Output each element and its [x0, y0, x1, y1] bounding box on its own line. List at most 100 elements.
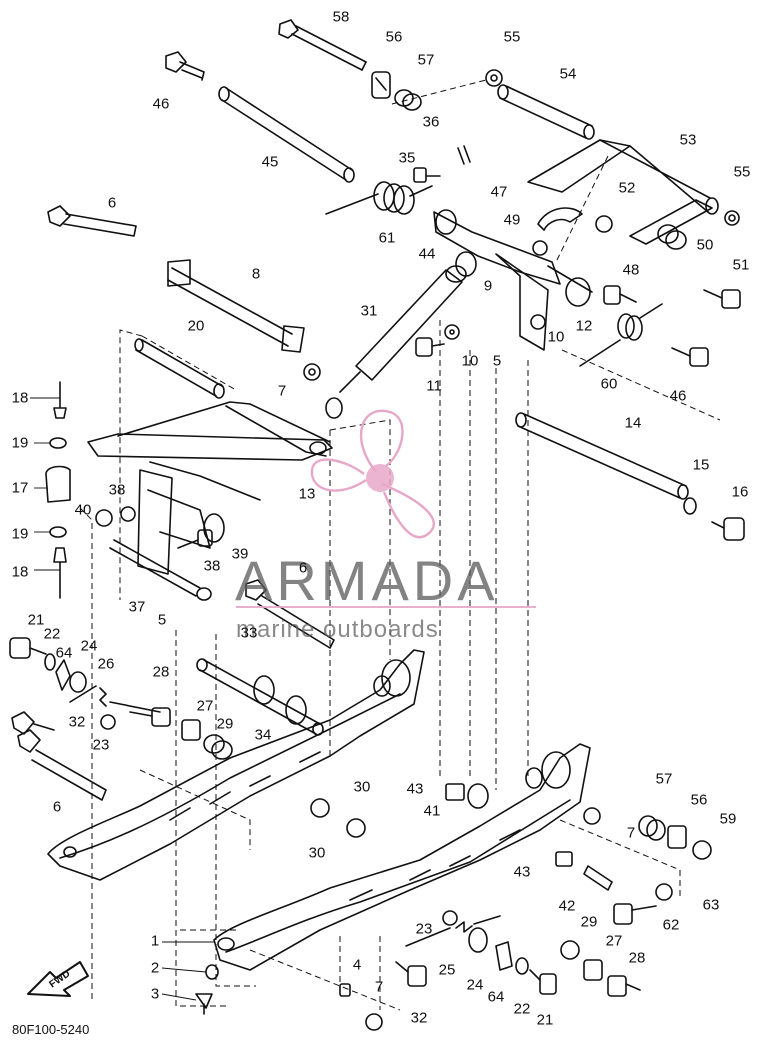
- slider-41: [467, 783, 489, 809]
- callout-label: 16: [731, 483, 749, 501]
- callout-label: 53: [679, 131, 697, 149]
- bolt-6-middle: [245, 579, 335, 649]
- pin-36: [457, 145, 471, 165]
- shock-absorber-31: [325, 265, 467, 419]
- bolt-6-top: [47, 205, 137, 237]
- callout-label: 24: [80, 637, 98, 655]
- callout-label: 58: [332, 8, 350, 26]
- callout-label: 37: [128, 598, 146, 616]
- callout-label: 35: [398, 149, 416, 167]
- callout-label: 7: [277, 382, 287, 400]
- rivet-18-bottom: [53, 547, 67, 599]
- callout-label: 33: [240, 624, 258, 642]
- shaft-45: [218, 86, 355, 183]
- callout-label: 28: [152, 663, 170, 681]
- slider-43-lower: [555, 851, 573, 867]
- callout-label: 29: [580, 913, 598, 931]
- washer-19-top: [49, 437, 67, 449]
- callout-label: 5: [492, 352, 502, 370]
- callout-label: 10: [461, 352, 479, 370]
- callout-label: 22: [513, 1000, 531, 1018]
- callout-label: 32: [410, 1009, 428, 1027]
- callout-label: 34: [254, 726, 272, 744]
- callout-label: 3: [150, 985, 160, 1003]
- bolt-28-left: [129, 707, 171, 727]
- callout-label: 1: [150, 932, 160, 950]
- callout-label: 19: [11, 525, 29, 543]
- callout-label: 49: [503, 211, 521, 229]
- callout-label: 4: [352, 956, 362, 974]
- callout-label: 46: [669, 387, 687, 405]
- collar-24-right: [468, 927, 488, 953]
- callout-label: 20: [187, 317, 205, 335]
- callout-label: 9: [483, 277, 493, 295]
- shaft-20: [134, 338, 225, 399]
- callout-label: 57: [417, 51, 435, 69]
- callout-label: 38: [203, 557, 221, 575]
- nut-59: [692, 840, 712, 860]
- shaft-54: [497, 84, 595, 140]
- callout-label: 7: [626, 824, 636, 842]
- washer-15: [683, 497, 697, 515]
- callout-label: 61: [378, 229, 396, 247]
- callout-label: 52: [618, 179, 636, 197]
- callout-label: 41: [423, 802, 441, 820]
- nut-7-upper: [303, 363, 321, 381]
- bracket-37: [109, 469, 225, 601]
- bolt-46-top: [165, 51, 205, 81]
- watermark-propeller-logo: [310, 409, 435, 539]
- callout-label: 54: [559, 65, 577, 83]
- callout-label: 43: [513, 863, 531, 881]
- callout-label: 27: [196, 697, 214, 715]
- callout-label: 39: [231, 545, 249, 563]
- callout-label: 46: [152, 95, 170, 113]
- callout-label: 64: [55, 644, 73, 662]
- nut-23-left: [100, 714, 116, 730]
- nut-30-a: [310, 798, 330, 818]
- bolt-32-bottom: [395, 961, 427, 987]
- arm-53: [527, 139, 719, 245]
- screw-3: [195, 993, 213, 1015]
- nut-63: [655, 883, 673, 901]
- spring-60: [579, 303, 663, 367]
- bolt-35: [413, 167, 441, 183]
- plate-64-right: [495, 941, 513, 971]
- callout-label: 11: [426, 377, 442, 395]
- callout-label: 7: [374, 978, 384, 996]
- nut-49: [532, 240, 548, 256]
- plate-64-left: [55, 659, 71, 691]
- callout-label: 59: [719, 810, 737, 828]
- bushing-56-right: [667, 825, 687, 849]
- callout-label: 17: [11, 479, 29, 497]
- bolt-16: [711, 517, 745, 541]
- callout-label: 23: [415, 920, 433, 938]
- callout-label: 36: [422, 113, 440, 131]
- callout-label: 2: [150, 959, 160, 977]
- bolts-32-left: [11, 711, 55, 753]
- shaft-14: [515, 412, 689, 500]
- callout-label: 27: [605, 932, 623, 950]
- shaft-33: [196, 658, 324, 736]
- collar-29-right: [560, 940, 580, 960]
- callout-label: 56: [690, 791, 708, 809]
- clip-4: [339, 983, 351, 997]
- slider-43-upper: [445, 783, 465, 801]
- bushing-56: [371, 71, 391, 99]
- nut-55-right: [724, 210, 740, 226]
- callout-label: 40: [74, 501, 92, 519]
- nut-52: [595, 215, 613, 233]
- watermark-subtitle: marine outboards: [236, 616, 439, 643]
- washer-22-right: [515, 957, 529, 975]
- bolt-28-right: [607, 975, 641, 997]
- watermark-divider: [236, 606, 536, 608]
- callout-label: 24: [466, 976, 484, 994]
- callout-label: 29: [216, 715, 234, 733]
- drawing-number: 80F100-5240: [12, 1022, 90, 1037]
- callout-label: 19: [11, 434, 29, 452]
- callout-label: 6: [107, 194, 117, 212]
- callout-label: 25: [438, 961, 456, 979]
- nut-55-top: [485, 69, 503, 87]
- collar-24-left: [69, 671, 87, 693]
